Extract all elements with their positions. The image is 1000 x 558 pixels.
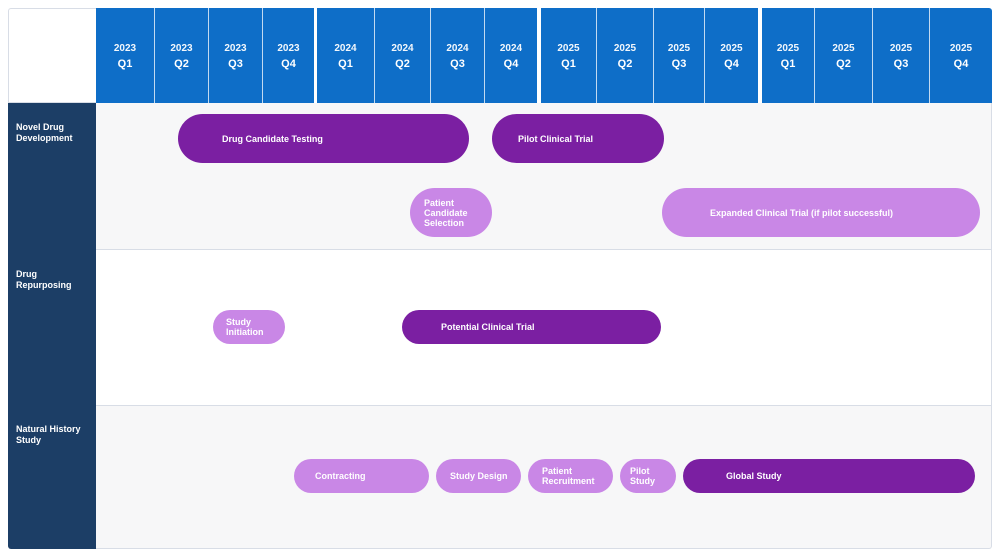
quarter-year-label: 2025 bbox=[949, 43, 973, 54]
quarter-year-label: 2023 bbox=[170, 43, 193, 54]
task-bar-label: Study Initiation bbox=[226, 317, 264, 337]
task-bar-pilot-study[interactable]: Pilot Study bbox=[620, 459, 676, 493]
quarter-label: Q3 bbox=[671, 58, 687, 70]
quarter-year-label: 2025 bbox=[832, 43, 855, 54]
task-bar-label: Patient Recruitment bbox=[542, 466, 595, 486]
task-bar-patient-recruitment[interactable]: Patient Recruitment bbox=[528, 459, 613, 493]
quarter-label: Q2 bbox=[617, 58, 633, 70]
quarter-year-label: 2025 bbox=[613, 43, 637, 54]
quarter-year-label: 2024 bbox=[391, 43, 414, 54]
quarter-label: Q2 bbox=[395, 58, 410, 70]
lane-label-novel-drug-development: Novel Drug Development bbox=[16, 122, 73, 143]
quarter-year-label: 2025 bbox=[557, 43, 580, 54]
year-block-3 bbox=[541, 8, 758, 103]
task-bar-label: Expanded Clinical Trial (if pilot succes… bbox=[710, 207, 894, 218]
year-block-2 bbox=[317, 8, 537, 103]
lane-label-natural-history-study: Natural History Study bbox=[16, 424, 81, 445]
quarter-label: Q1 bbox=[780, 58, 796, 70]
task-bar-study-initiation[interactable]: Study Initiation bbox=[213, 310, 285, 344]
quarter-label: Q4 bbox=[503, 58, 519, 70]
task-bar-label: Study Design bbox=[450, 471, 508, 481]
quarter-label: Q4 bbox=[281, 58, 296, 70]
quarter-year-label: 2023 bbox=[277, 43, 300, 54]
task-bar-pilot-clinical-trial[interactable]: Pilot Clinical Trial bbox=[492, 114, 664, 163]
quarter-label: Q1 bbox=[117, 58, 133, 70]
quarter-year-label: 2025 bbox=[889, 43, 913, 54]
header-corner bbox=[8, 8, 96, 103]
quarter-year-label: 2023 bbox=[224, 43, 247, 54]
task-bar-label: Pilot Study bbox=[630, 466, 656, 486]
task-bar-drug-candidate-testing[interactable]: Drug Candidate Testing bbox=[178, 114, 469, 163]
task-bar-expanded-clinical-trial-if-pilot-successful[interactable]: Expanded Clinical Trial (if pilot succes… bbox=[662, 188, 980, 237]
task-bar-label: Global Study bbox=[726, 471, 782, 481]
task-bar-contracting[interactable]: Contracting bbox=[294, 459, 429, 493]
quarter-year-label: 2024 bbox=[499, 43, 523, 54]
year-block-4 bbox=[762, 8, 992, 103]
task-bar-study-design[interactable]: Study Design bbox=[436, 459, 521, 493]
quarter-year-label: 2024 bbox=[334, 43, 357, 54]
task-bar-global-study[interactable]: Global Study bbox=[683, 459, 975, 493]
task-bar-label: Contracting bbox=[315, 471, 366, 481]
quarter-label: Q2 bbox=[174, 58, 189, 70]
task-bar-potential-clinical-trial[interactable]: Potential Clinical Trial bbox=[402, 310, 661, 344]
quarter-label: Q3 bbox=[450, 58, 465, 70]
quarter-year-label: 2023 bbox=[113, 43, 137, 54]
lane-label-drug-repurposing: Drug Repurposing bbox=[16, 269, 72, 290]
quarter-label: Q3 bbox=[893, 58, 909, 70]
lane-label-column bbox=[8, 103, 96, 549]
quarter-year-label: 2025 bbox=[667, 43, 691, 54]
quarter-label: Q4 bbox=[953, 58, 969, 70]
quarter-year-label: 2025 bbox=[776, 43, 800, 54]
task-bar-label: Potential Clinical Trial bbox=[441, 322, 535, 332]
task-bar-label: Patient Candidate Selection bbox=[424, 197, 468, 228]
task-bar-patient-candidate-selection[interactable]: Patient Candidate Selection bbox=[410, 188, 492, 237]
quarter-label: Q2 bbox=[836, 58, 851, 70]
quarter-label: Q3 bbox=[228, 58, 243, 70]
quarter-label: Q1 bbox=[338, 58, 353, 70]
quarter-year-label: 2025 bbox=[720, 43, 743, 54]
quarter-year-label: 2024 bbox=[446, 43, 469, 54]
year-block-1 bbox=[96, 8, 314, 103]
task-bar-label: Pilot Clinical Trial bbox=[518, 133, 594, 144]
quarter-label: Q4 bbox=[724, 58, 739, 70]
task-bar-label: Drug Candidate Testing bbox=[222, 133, 323, 144]
quarter-label: Q1 bbox=[561, 58, 576, 70]
